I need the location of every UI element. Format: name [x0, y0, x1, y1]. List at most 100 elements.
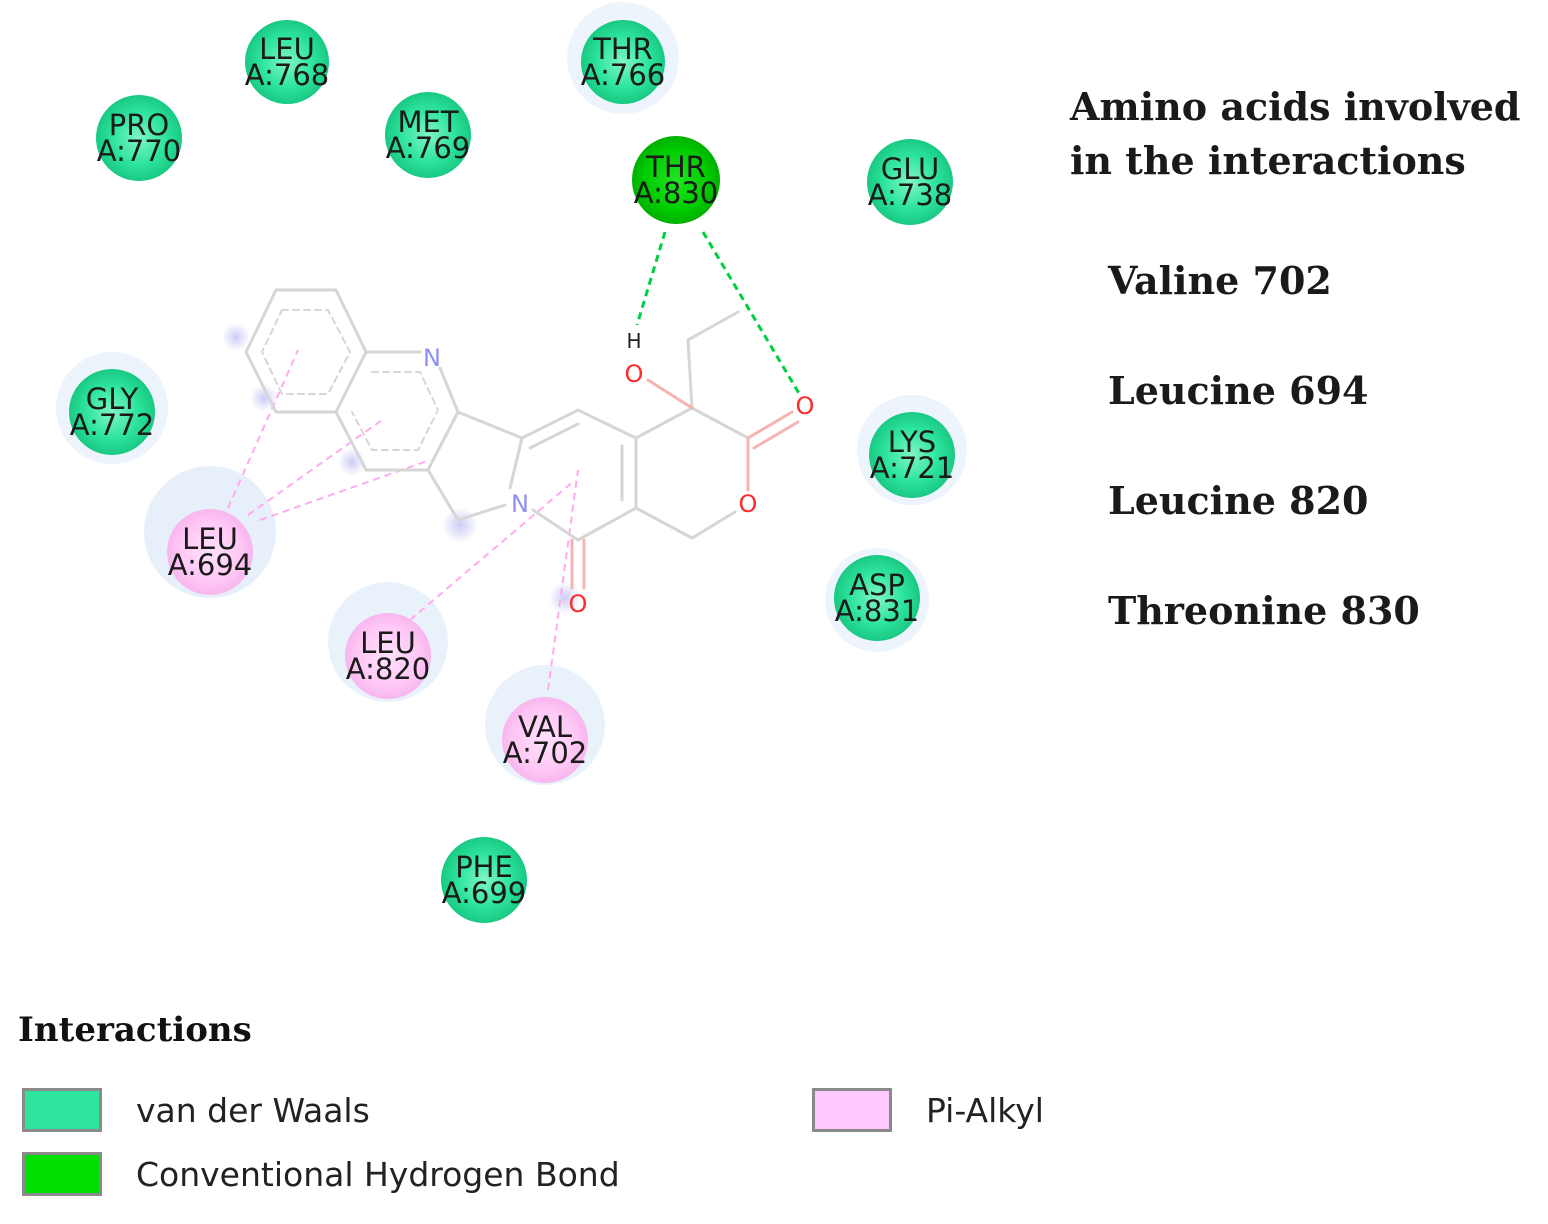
- hbond-line: [635, 231, 667, 326]
- residue-id: A:820: [346, 652, 430, 686]
- double-bond: [528, 422, 580, 450]
- residue-id: A:702: [503, 736, 587, 770]
- residue-name: GLY: [86, 382, 139, 416]
- residues: LEU A:768 THR A:766 PRO A:770 MET A:769 …: [69, 20, 955, 923]
- ligand-atoms: N N H O O O O: [423, 329, 814, 618]
- exposure-blob: [442, 507, 478, 543]
- pi-alkyl-line: [547, 469, 579, 691]
- legend-label: Conventional Hydrogen Bond: [136, 1154, 620, 1194]
- hydroxyl-bond: [646, 378, 694, 410]
- pi-alkyl-line: [227, 349, 299, 509]
- residue-thr830: THR A:830: [632, 136, 720, 224]
- residue-name: GLU: [881, 152, 939, 186]
- pi-alkyl-line: [247, 417, 386, 516]
- residue-id: A:694: [168, 548, 252, 582]
- oxygen-atom: O: [625, 360, 644, 388]
- list-item: Leucine 820: [1108, 478, 1369, 523]
- pyridine-aromatic: [351, 371, 440, 451]
- legend-swatch: [812, 1088, 892, 1132]
- residue-id: A:769: [386, 131, 470, 165]
- residue-id: A:768: [245, 58, 329, 92]
- residue-name: PHE: [455, 850, 513, 884]
- ethyl-group: [686, 310, 740, 410]
- residue-leu694: LEU A:694: [167, 509, 253, 595]
- residue-disc: [96, 95, 182, 181]
- residue-lys721: LYS A:721: [869, 412, 955, 498]
- amino-acid-list: Valine 702 Leucine 694 Leucine 820 Threo…: [1070, 226, 1540, 666]
- residue-name: LEU: [360, 626, 416, 660]
- hbond-line: [701, 231, 802, 396]
- residue-name: THR: [592, 32, 653, 66]
- nitrogen-atom: N: [423, 344, 441, 372]
- interaction-lines: [227, 231, 802, 691]
- residue-name: LYS: [888, 425, 936, 459]
- exposure-blob: [549, 582, 581, 614]
- residue-disc: [385, 92, 471, 178]
- legend-item-vdw: van der Waals: [22, 1088, 370, 1132]
- residue-name: PRO: [109, 108, 169, 142]
- pyridone-ring: [520, 408, 638, 542]
- residue-disc: [502, 697, 588, 783]
- residue-disc: [834, 555, 920, 641]
- residue-disc: [345, 613, 431, 699]
- residue-id: A:721: [870, 451, 954, 485]
- residue-id: A:772: [70, 408, 154, 442]
- list-item: Leucine 694: [1108, 368, 1369, 413]
- legend-swatch: [22, 1088, 102, 1132]
- solvent-halos: [56, 2, 967, 785]
- residue-id: A:766: [581, 58, 665, 92]
- residue-gly772: GLY A:772: [69, 369, 155, 455]
- panel-title: Amino acids involved in the interactions: [1070, 84, 1521, 183]
- legend-swatch: [22, 1152, 102, 1196]
- exposure-blob: [222, 323, 250, 351]
- carbonyl-bond: [752, 420, 800, 450]
- residue-val702: VAL A:702: [502, 697, 588, 783]
- residue-glu738: GLU A:738: [867, 139, 953, 225]
- legend-item-hbond: Conventional Hydrogen Bond: [22, 1152, 620, 1196]
- residue-met769: MET A:769: [385, 92, 471, 178]
- pyrrole-ring: [456, 410, 524, 490]
- residue-pro770: PRO A:770: [96, 95, 182, 181]
- residue-leu820: LEU A:820: [345, 613, 431, 699]
- residue-id: A:830: [634, 176, 718, 210]
- oxygen-atom: O: [796, 392, 815, 420]
- pyrrole-ring: [426, 468, 507, 522]
- legend-item-pialkyl: Pi-Alkyl: [812, 1088, 1044, 1132]
- residue-phe699: PHE A:699: [441, 837, 527, 923]
- residue-id: A:699: [442, 876, 526, 910]
- nitrogen-atom: N: [511, 490, 529, 518]
- residue-name: LEU: [182, 522, 238, 556]
- lactone-ring: [634, 406, 750, 440]
- residue-disc: [869, 412, 955, 498]
- residue-disc: [69, 369, 155, 455]
- carbonyl-bond: [746, 410, 794, 440]
- residue-disc: [441, 837, 527, 923]
- residue-id: A:738: [868, 178, 952, 212]
- residue-disc: [632, 136, 720, 224]
- legend-title: Interactions: [18, 1010, 252, 1050]
- residue-disc: [867, 139, 953, 225]
- lactone-ring: [634, 506, 737, 540]
- benzene-aromatic: [260, 309, 352, 395]
- residue-leu768: LEU A:768: [245, 20, 329, 104]
- oxygen-atom: O: [739, 490, 758, 518]
- residue-name: THR: [645, 150, 706, 184]
- ligand-skeleton: [244, 288, 800, 590]
- legend-label: Pi-Alkyl: [926, 1090, 1044, 1130]
- residue-disc: [581, 20, 665, 104]
- residue-name: LEU: [259, 32, 315, 66]
- residue-name: ASP: [849, 568, 905, 602]
- list-item: Valine 702: [1108, 258, 1332, 303]
- residue-name: MET: [397, 105, 458, 139]
- residue-asp831: ASP A:831: [834, 555, 920, 641]
- residue-disc: [245, 20, 329, 104]
- hydrogen-atom: H: [626, 329, 641, 353]
- list-item: Threonine 830: [1108, 588, 1420, 633]
- residue-thr766: THR A:766: [581, 20, 665, 104]
- residue-id: A:831: [835, 594, 919, 628]
- residue-disc: [167, 509, 253, 595]
- amino-acid-panel: Amino acids involved in the interactions…: [1070, 80, 1540, 666]
- pi-alkyl-line: [409, 479, 576, 621]
- oxygen-atom: O: [569, 590, 588, 618]
